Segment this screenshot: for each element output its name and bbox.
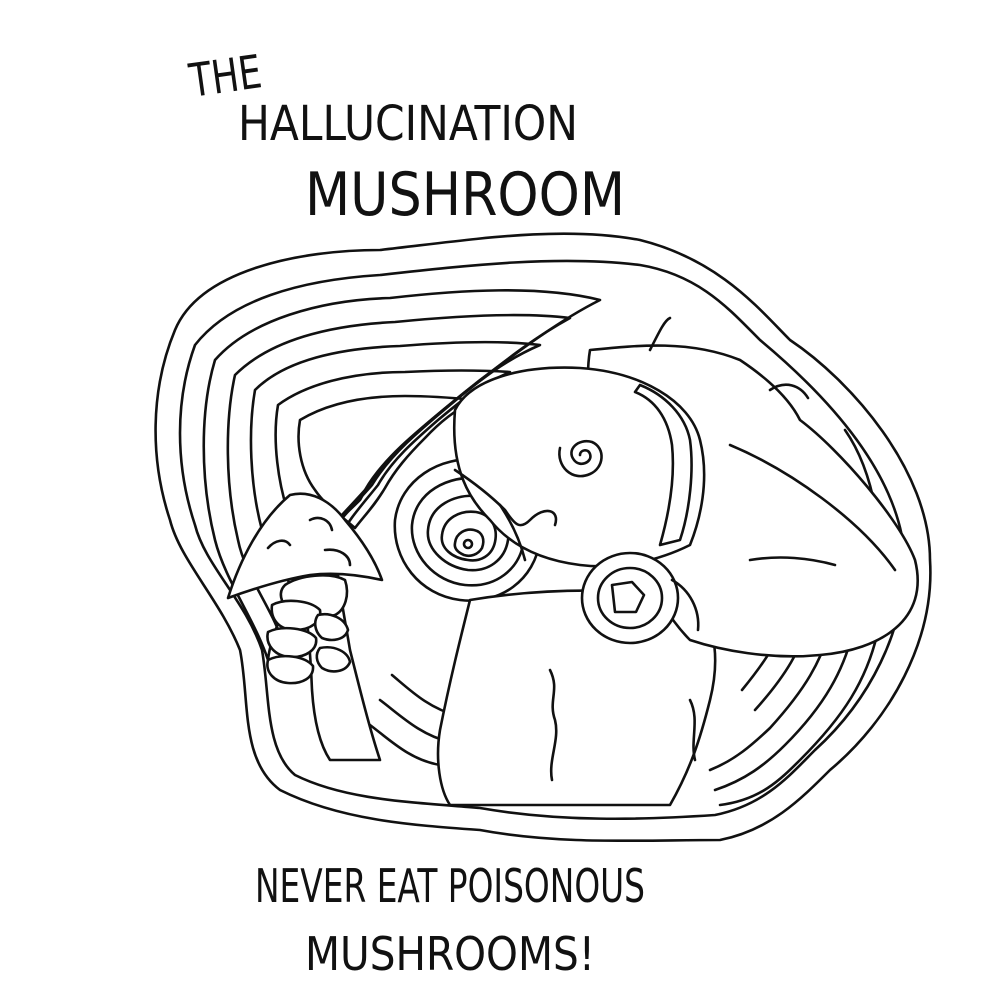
caption-line-1: NEVER EAT POISONOUS — [255, 859, 645, 913]
cap-spot-2 — [308, 516, 334, 532]
body-fold-2 — [688, 698, 697, 762]
title-line-mushroom: MUSHROOM — [305, 160, 625, 230]
finger-2 — [266, 626, 318, 659]
vortex-4 — [440, 510, 498, 562]
character-head — [452, 366, 706, 568]
drip-2 — [498, 503, 527, 562]
spiral-eye-icon — [558, 439, 603, 478]
hood-line-1 — [728, 443, 897, 572]
frame-inner — [178, 259, 907, 821]
vortex-3 — [426, 494, 511, 572]
hooded-character — [436, 316, 919, 807]
mask-filter-icon — [610, 580, 646, 614]
finger-4 — [313, 612, 350, 642]
title: THE HALLUCINATION MUSHROOM — [185, 44, 625, 230]
mushroom-cap — [226, 492, 384, 600]
caption-line-2: MUSHROOMS! — [305, 927, 595, 981]
mushroom-in-hand — [226, 492, 384, 762]
visor-band — [633, 383, 693, 547]
hood-line-3 — [648, 316, 672, 352]
hood-line-2 — [748, 556, 837, 567]
psychedelic-frame — [154, 232, 932, 843]
caption: NEVER EAT POISONOUS MUSHROOMS! — [255, 859, 645, 981]
cap-spot-1 — [266, 539, 292, 550]
frame-outer — [154, 232, 932, 843]
title-line-hallucination: HALLUCINATION — [238, 96, 578, 152]
finger-5 — [315, 646, 352, 673]
finger-1 — [270, 599, 322, 632]
finger-3 — [266, 654, 315, 685]
cap-spot-3 — [323, 548, 352, 567]
hood-line-4 — [768, 383, 810, 400]
mask-filter-ring — [596, 566, 664, 630]
ring-5 — [297, 394, 477, 530]
vortex-5 — [453, 528, 485, 558]
mask-strap — [670, 578, 700, 632]
title-line-the: THE — [185, 44, 265, 108]
body-fold-1 — [548, 668, 558, 782]
vortex-center — [462, 538, 474, 550]
drip-1 — [453, 468, 558, 527]
